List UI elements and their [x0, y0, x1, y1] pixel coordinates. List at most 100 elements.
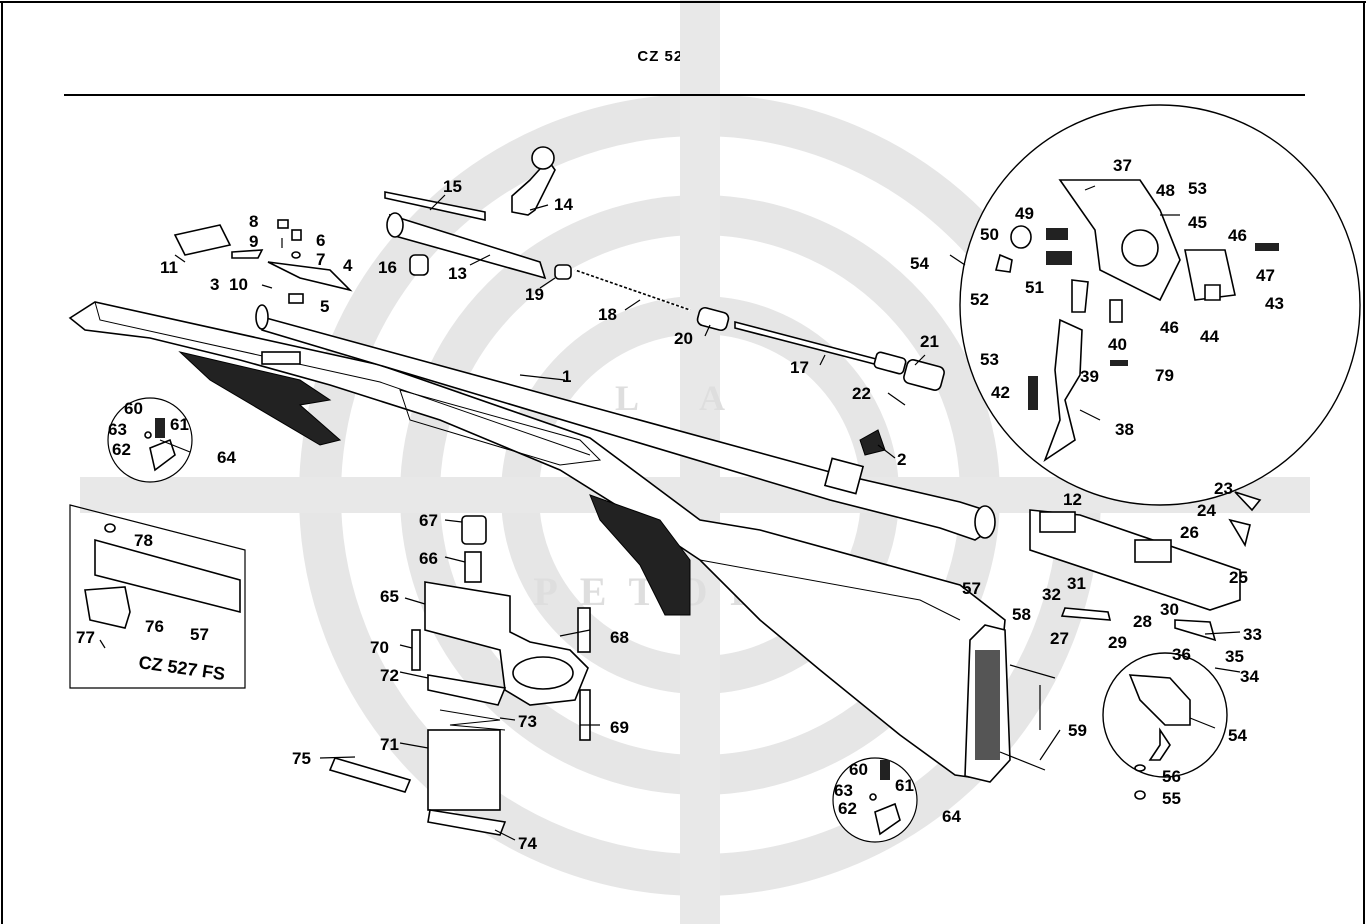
callout-67: 67	[419, 511, 438, 530]
callout-30: 30	[1160, 600, 1179, 619]
trigger-detail-circle	[959, 104, 1361, 506]
callout-64-left: 64	[217, 448, 236, 467]
callout-6: 6	[316, 231, 325, 250]
callout-40: 40	[1108, 335, 1127, 354]
callout-38: 38	[1115, 420, 1134, 439]
callout-10: 10	[229, 275, 248, 294]
callout-74: 74	[518, 834, 537, 853]
callout-21: 21	[920, 332, 939, 351]
callout-28: 28	[1133, 612, 1152, 631]
callout-54-top: 54	[910, 254, 929, 273]
callout-13: 13	[448, 264, 467, 283]
callout-9: 9	[249, 232, 258, 251]
callout-25: 25	[1229, 568, 1248, 587]
page-title: CZ 527	[637, 48, 693, 65]
callout-70: 70	[370, 638, 389, 657]
callout-43: 43	[1265, 294, 1284, 313]
watermark-text-top: LA	[615, 378, 785, 418]
callout-1: 1	[562, 367, 571, 386]
callout-27: 27	[1050, 629, 1069, 648]
callout-76: 76	[145, 617, 164, 636]
callout-63-left: 63	[108, 420, 127, 439]
sight-parts	[173, 219, 353, 304]
callout-labels: 1 2 3 4 5 6 7 8 9 10 11 12 13 14 15 16 1…	[76, 156, 1284, 853]
callout-61-left: 61	[170, 415, 189, 434]
callout-79: 79	[1155, 366, 1174, 385]
callout-2: 2	[897, 450, 906, 469]
callout-45: 45	[1188, 213, 1207, 232]
callout-11: 11	[160, 258, 178, 277]
callout-8: 8	[249, 212, 258, 231]
callout-20: 20	[674, 329, 693, 348]
callout-31: 31	[1067, 574, 1086, 593]
callout-78: 78	[134, 531, 153, 550]
callout-46-mid: 46	[1160, 318, 1179, 337]
buttplate-part	[964, 624, 1056, 783]
callout-24: 24	[1197, 501, 1216, 520]
callout-59: 59	[1068, 721, 1087, 740]
callout-64-right: 64	[942, 807, 961, 826]
callout-29: 29	[1108, 633, 1127, 652]
callout-71: 71	[380, 735, 399, 754]
callout-34: 34	[1240, 667, 1259, 686]
callout-17: 17	[790, 358, 809, 377]
receiver-part	[1029, 491, 1262, 642]
callout-75: 75	[292, 749, 311, 768]
callout-60-left: 60	[124, 399, 143, 418]
swivel-detail-left	[107, 397, 193, 483]
callout-49: 49	[1015, 204, 1034, 223]
callout-3: 3	[210, 275, 219, 294]
callout-61-right: 61	[895, 776, 914, 795]
callout-53-top: 53	[1188, 179, 1207, 198]
callout-23: 23	[1214, 479, 1233, 498]
trigger-small-circle	[1102, 652, 1228, 800]
callout-68: 68	[610, 628, 629, 647]
callout-73: 73	[518, 712, 537, 731]
callout-42: 42	[991, 383, 1010, 402]
callout-65: 65	[380, 587, 399, 606]
fs-inset-box	[69, 504, 246, 689]
callout-32: 32	[1042, 585, 1061, 604]
callout-39: 39	[1080, 367, 1099, 386]
callout-47: 47	[1256, 266, 1275, 285]
callout-5: 5	[320, 297, 329, 316]
callout-18: 18	[598, 305, 617, 324]
callout-77: 77	[76, 628, 95, 647]
callout-58: 58	[1012, 605, 1031, 624]
callout-36: 36	[1172, 645, 1191, 664]
callout-33: 33	[1243, 625, 1262, 644]
callout-62-left: 62	[112, 440, 131, 459]
inset-label: CZ 527 FS	[137, 652, 226, 684]
swivel-detail-right	[832, 757, 918, 843]
callout-57-main: 57	[962, 579, 981, 598]
magazine-group	[328, 515, 591, 836]
bolt-group	[384, 146, 945, 406]
callout-16: 16	[378, 258, 397, 277]
callout-54-bottom: 54	[1228, 726, 1247, 745]
callout-55: 55	[1162, 789, 1181, 808]
callout-22: 22	[852, 384, 871, 403]
callout-51: 51	[1025, 278, 1044, 297]
callout-19: 19	[525, 285, 544, 304]
stock-part	[68, 301, 1006, 781]
barrel-part	[255, 304, 996, 541]
callout-50: 50	[980, 225, 999, 244]
callout-14: 14	[554, 195, 573, 214]
leader-lines	[159, 185, 1241, 841]
callout-57-inset: 57	[190, 625, 209, 644]
callout-46-top: 46	[1228, 226, 1247, 245]
callout-66: 66	[419, 549, 438, 568]
callout-44: 44	[1200, 327, 1219, 346]
callout-53-left: 53	[980, 350, 999, 369]
callout-26: 26	[1180, 523, 1199, 542]
callout-37: 37	[1113, 156, 1132, 175]
callout-52: 52	[970, 290, 989, 309]
callout-7: 7	[316, 250, 325, 269]
callout-69: 69	[610, 718, 629, 737]
callout-62-right: 62	[838, 799, 857, 818]
callout-4: 4	[343, 256, 353, 275]
callout-60-right: 60	[849, 760, 868, 779]
callout-72: 72	[380, 666, 399, 685]
